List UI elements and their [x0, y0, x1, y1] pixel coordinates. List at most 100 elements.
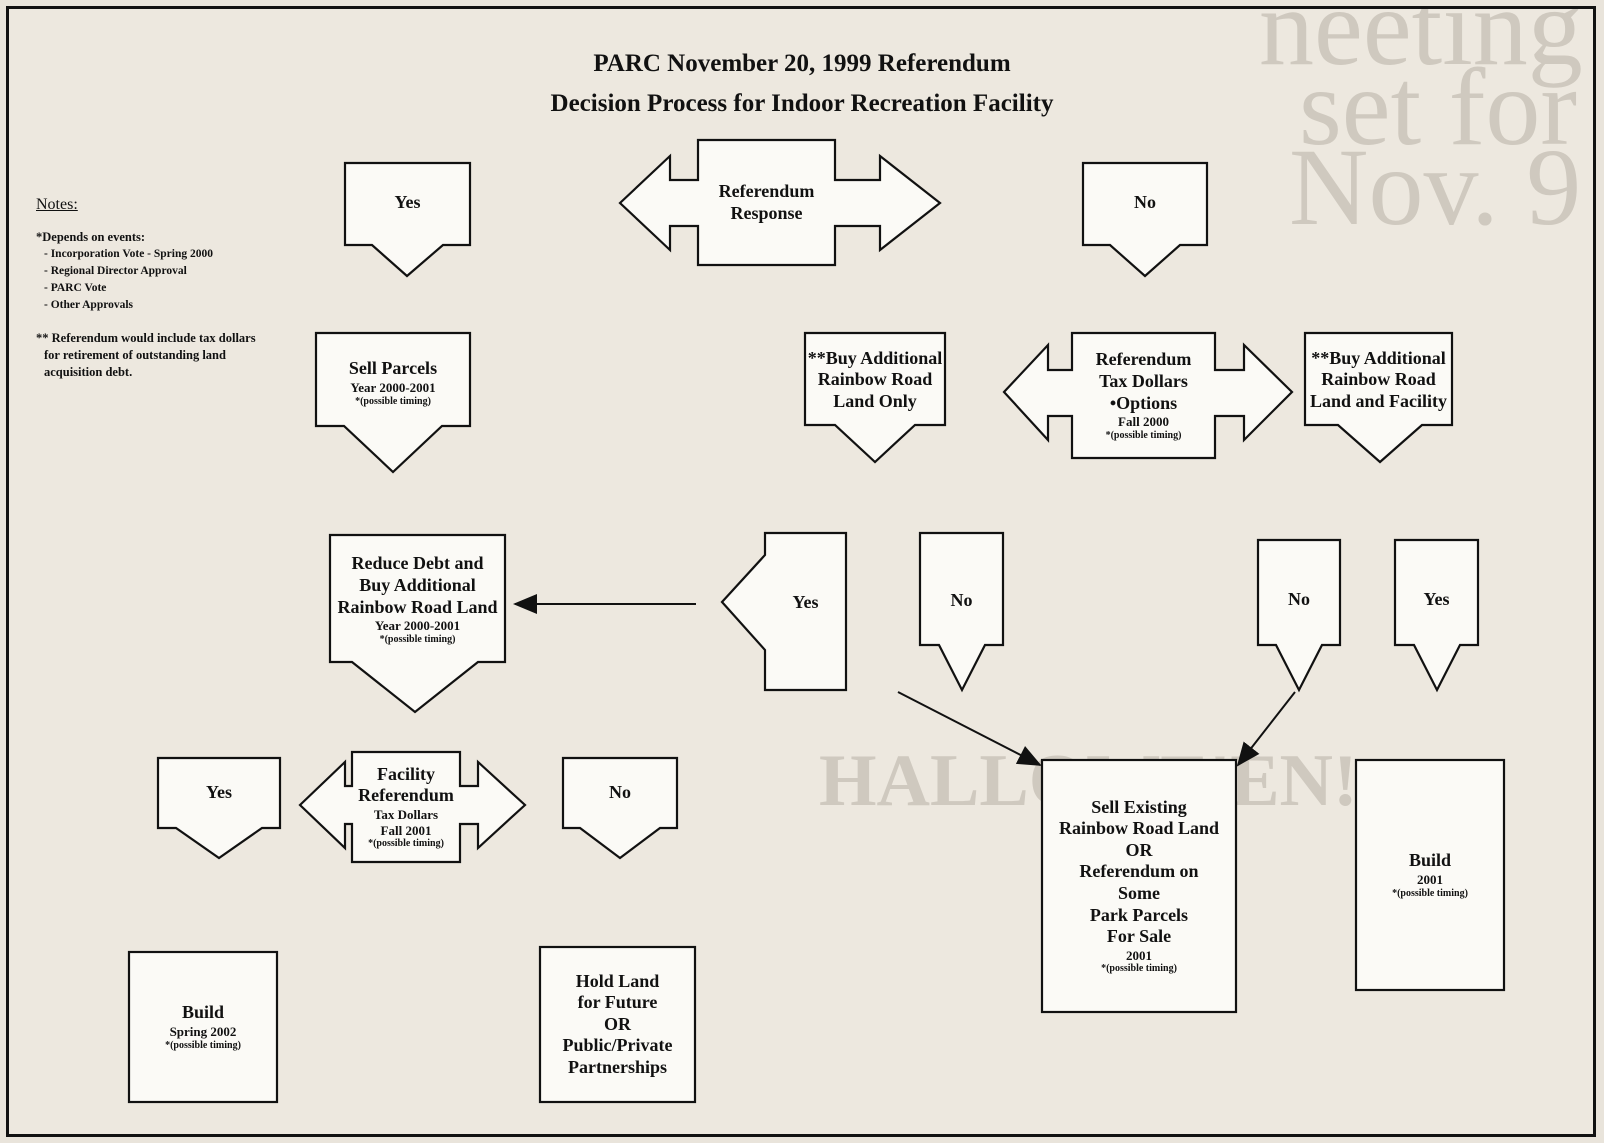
sell-parcels-timing: Year 2000-2001 — [350, 380, 436, 395]
node-tax-options: Referendum Tax Dollars •Options Fall 200… — [1072, 333, 1215, 458]
facility-ref-note: *(possible timing) — [368, 838, 444, 850]
diagram-title: PARC November 20, 1999 Referendum Decisi… — [0, 44, 1604, 124]
no-bottom-label: No — [609, 782, 631, 803]
facility-ref-label-2: Referendum — [358, 785, 454, 806]
notes-event: - PARC Vote — [44, 282, 107, 294]
node-yes-mid: Yes — [765, 533, 846, 673]
sell-parcels-label: Sell Parcels — [348, 358, 438, 379]
sell-existing-label-1: Sell Existing — [1091, 796, 1187, 817]
tax-options-timing: Fall 2000 — [1118, 414, 1169, 430]
sell-existing-label-4: Referendum on — [1079, 861, 1199, 882]
sell-existing-label-2: Rainbow Road Land — [1058, 818, 1220, 839]
build-2001-box — [1354, 758, 1506, 992]
node-no-bottom: No — [563, 758, 677, 828]
buy-land-only-label-1: **Buy Additional — [807, 347, 943, 368]
reduce-debt-timing: Year 2000-2001 — [374, 618, 461, 634]
reduce-debt-note: *(possible timing) — [379, 633, 456, 645]
notes-footnote-1: ** Referendum would include tax dollars — [36, 331, 256, 345]
title-line-2: Decision Process for Indoor Recreation F… — [550, 90, 1054, 117]
hold-land-box — [538, 945, 697, 1104]
tax-options-note: *(possible timing) — [1105, 429, 1182, 441]
no-top-arrow — [1081, 161, 1209, 278]
yes-top-label: Yes — [394, 192, 421, 213]
yes-right-label: Yes — [1423, 589, 1450, 610]
reduce-debt-label-1: Reduce Debt and — [351, 553, 484, 574]
node-yes-top: Yes — [345, 163, 470, 243]
buy-land-only-arrow — [803, 331, 947, 464]
yes-right-arrow — [1393, 538, 1480, 693]
buy-land-only-label-2: Rainbow Road — [817, 369, 933, 390]
node-facility-referendum: Facility Referendum Tax Dollars Fall 200… — [352, 752, 460, 862]
hold-land-label-4: Public/Private — [562, 1035, 673, 1056]
node-build-2001: Build 2001 *(possible timing) — [1356, 760, 1504, 990]
tax-options-label-2: Tax Dollars — [1099, 370, 1188, 391]
notes-depends: *Depends on events: — [36, 230, 146, 244]
yes-left-arrow — [156, 756, 282, 860]
node-buy-land-only: **Buy Additional Rainbow Road Land Only — [805, 335, 945, 425]
notes-footnote-3: acquisition debt. — [44, 365, 133, 379]
sell-parcels-note: *(possible timing) — [355, 395, 431, 407]
sell-existing-label-6: Park Parcels — [1089, 904, 1189, 925]
yes-left-label: Yes — [206, 782, 232, 803]
node-buy-land-facility: **Buy Additional Rainbow Road Land and F… — [1305, 335, 1452, 425]
node-referendum-response: Referendum Response — [698, 140, 835, 265]
response-shape — [618, 138, 942, 267]
node-yes-left: Yes — [158, 758, 280, 828]
build-2001-timing: 2001 — [1417, 872, 1443, 887]
connector-noright-to-sell — [1236, 691, 1296, 767]
facility-ref-label-1: Facility — [377, 763, 435, 784]
tax-options-label-1: Referendum — [1095, 349, 1192, 370]
no-mid-label: No — [950, 589, 973, 610]
hold-land-label-3: OR — [604, 1013, 631, 1034]
node-hold-land: Hold Land for Future OR Public/Private P… — [540, 947, 695, 1102]
sell-existing-label-5: Some — [1118, 883, 1160, 903]
reduce-debt-arrow — [328, 533, 507, 714]
buy-land-facility-label-2: Rainbow Road — [1321, 369, 1436, 390]
buy-land-facility-label-1: **Buy Additional — [1311, 347, 1446, 368]
sell-parcels-arrow — [314, 331, 472, 474]
notes-event: - Incorporation Vote - Spring 2000 — [44, 248, 213, 260]
sell-existing-note: *(possible timing) — [1101, 963, 1177, 975]
notes-event: - Regional Director Approval — [44, 265, 187, 277]
sell-existing-label-3: OR — [1125, 839, 1153, 860]
facility-ref-shape — [298, 750, 527, 864]
hold-land-label-2: for Future — [577, 992, 658, 1013]
connector-no-to-sell — [897, 691, 1042, 766]
build-2002-box — [127, 950, 279, 1104]
node-no-mid: No — [920, 533, 1003, 668]
hold-land-label-1: Hold Land — [575, 970, 660, 991]
sell-existing-box — [1040, 758, 1238, 1014]
build-2002-note: *(possible timing) — [165, 1039, 241, 1051]
no-top-label: No — [1134, 192, 1156, 213]
reduce-debt-label-2: Buy Additional — [359, 574, 476, 595]
node-reduce-debt: Reduce Debt and Buy Additional Rainbow R… — [330, 537, 505, 662]
node-sell-existing: Sell Existing Rainbow Road Land OR Refer… — [1042, 760, 1236, 1012]
response-label-1: Referendum — [718, 180, 815, 201]
notes-footnote-2: for retirement of outstanding land — [44, 348, 226, 362]
build-2002-timing: Spring 2002 — [169, 1024, 237, 1039]
title-line-1: PARC November 20, 1999 Referendum — [593, 50, 1011, 77]
node-build-2002: Build Spring 2002 *(possible timing) — [129, 952, 277, 1102]
notes-heading: Notes: — [36, 196, 78, 213]
node-sell-parcels: Sell Parcels Year 2000-2001 *(possible t… — [316, 340, 470, 426]
build-2001-label: Build — [1408, 850, 1452, 871]
sell-existing-label-7: For Sale — [1106, 926, 1172, 947]
node-no-right: No — [1258, 540, 1340, 660]
buy-land-facility-label-3: Land and Facility — [1309, 390, 1448, 411]
sell-existing-timing: 2001 — [1126, 947, 1152, 963]
no-right-arrow — [1256, 538, 1342, 693]
tax-options-label-3: •Options — [1109, 392, 1178, 413]
node-no-top: No — [1083, 163, 1207, 243]
buy-land-facility-arrow — [1303, 331, 1454, 464]
response-label-2: Response — [730, 202, 803, 223]
buy-land-only-label-3: Land Only — [833, 390, 917, 411]
hold-land-label-5: Partnerships — [568, 1056, 667, 1077]
notes-event: - Other Approvals — [44, 299, 134, 311]
no-mid-arrow — [918, 531, 1005, 693]
build-2001-note: *(possible timing) — [1392, 887, 1468, 899]
facility-ref-label-3: Tax Dollars — [373, 807, 439, 822]
tax-options-shape — [1002, 331, 1294, 460]
yes-mid-arrow — [720, 531, 848, 692]
build-2002-label: Build — [181, 1002, 225, 1023]
